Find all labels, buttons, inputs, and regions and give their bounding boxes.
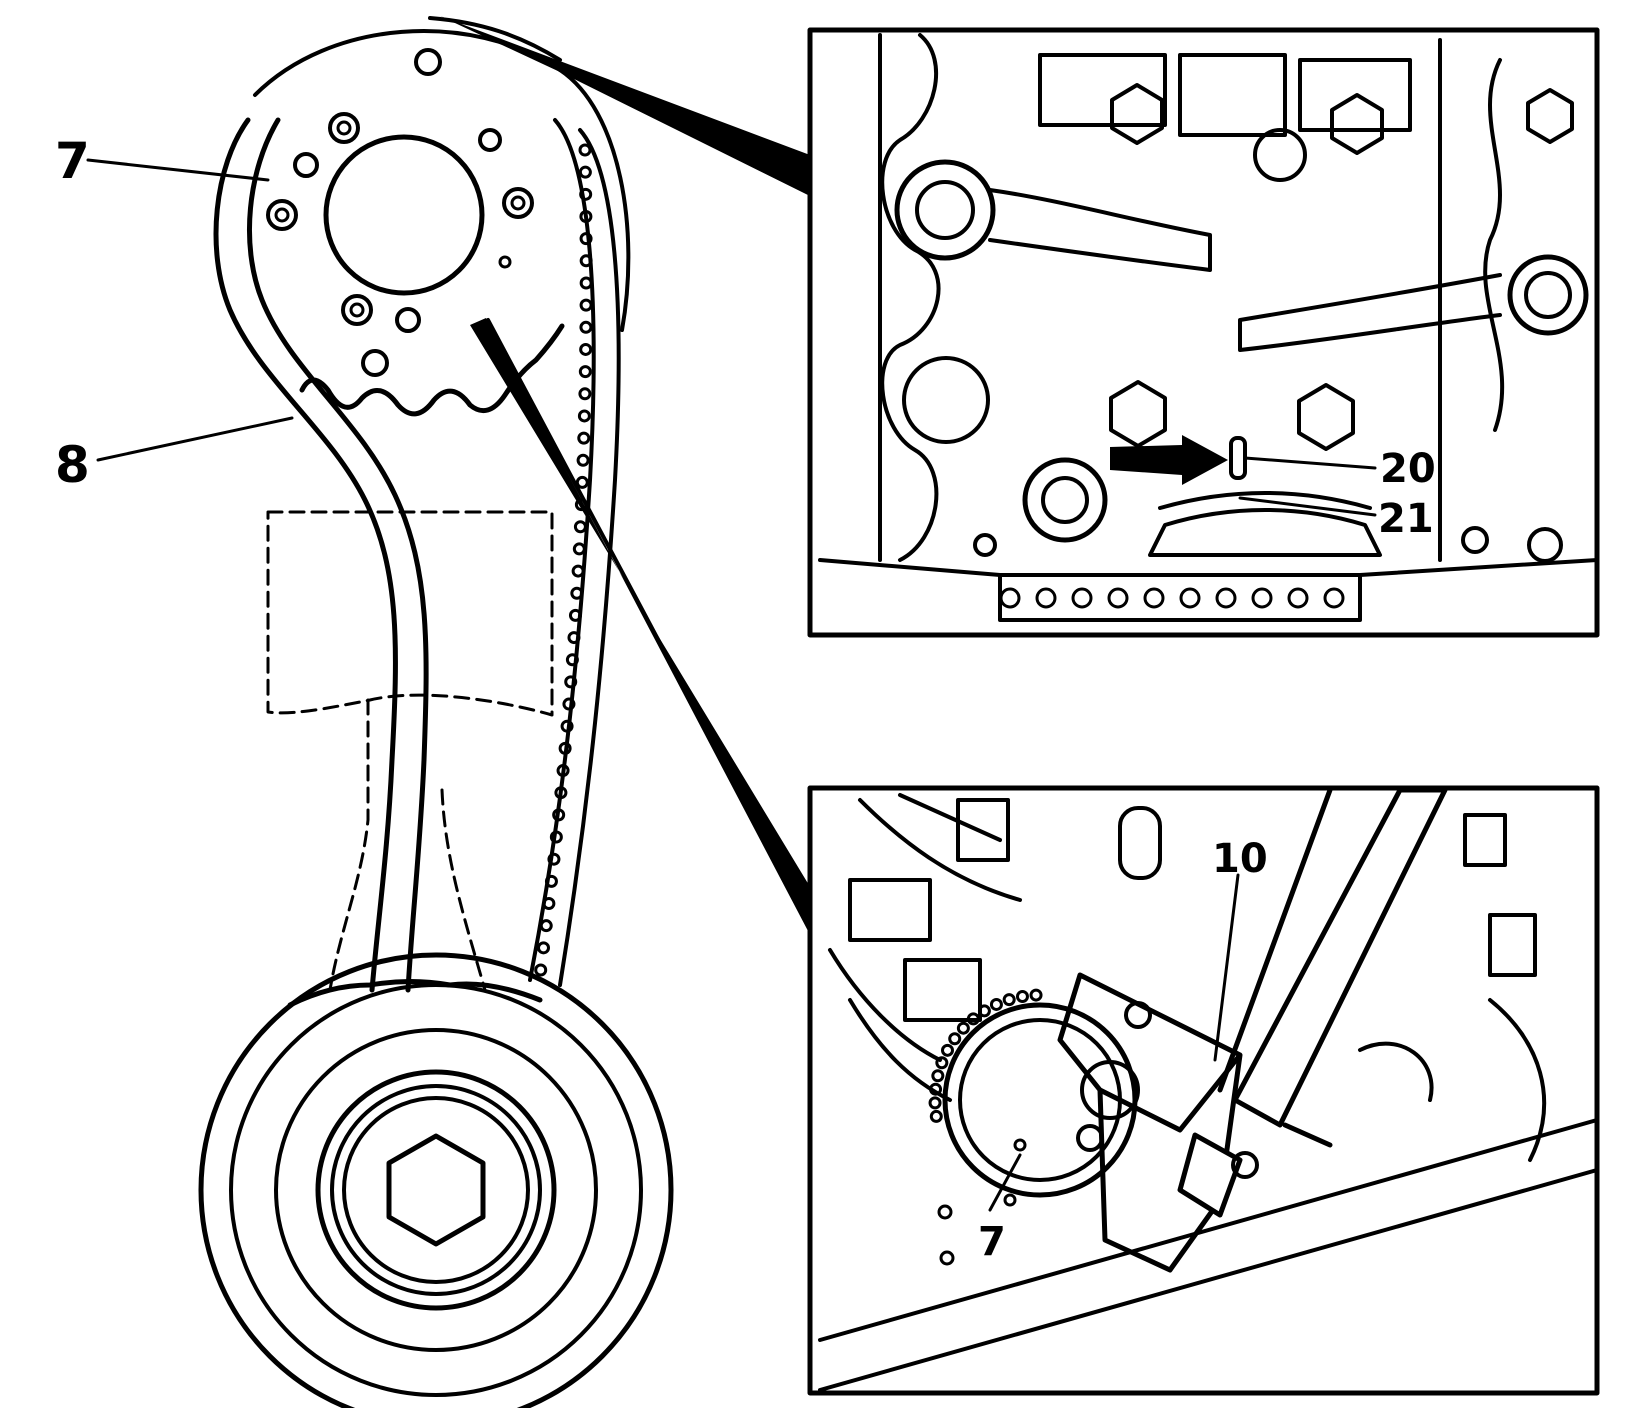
crankshaft-pulley — [198, 952, 674, 1408]
detail-view-cylinder-head: 20 21 — [807, 27, 1600, 638]
zoom-connector-top — [440, 16, 818, 200]
chain-drive-overview — [86, 16, 820, 1408]
arrow-right-icon — [1110, 435, 1228, 485]
hex-bolt-icon — [386, 1133, 486, 1247]
timing-chain — [528, 118, 621, 987]
callout-7: 7 — [55, 132, 90, 190]
callout-10: 10 — [1212, 836, 1268, 882]
detail-view-holding-tool: 10 7 — [807, 785, 1600, 1396]
callout-7-detail: 7 — [978, 1219, 1006, 1265]
zoom-connector-bottom — [470, 318, 818, 950]
camshaft-sprocket — [266, 48, 565, 417]
chain-guide-rail — [213, 16, 631, 993]
callout-20: 20 — [1380, 446, 1436, 492]
housing-outline-dashed — [266, 510, 554, 992]
callout-8: 8 — [55, 436, 90, 494]
callout-21: 21 — [1378, 496, 1434, 542]
